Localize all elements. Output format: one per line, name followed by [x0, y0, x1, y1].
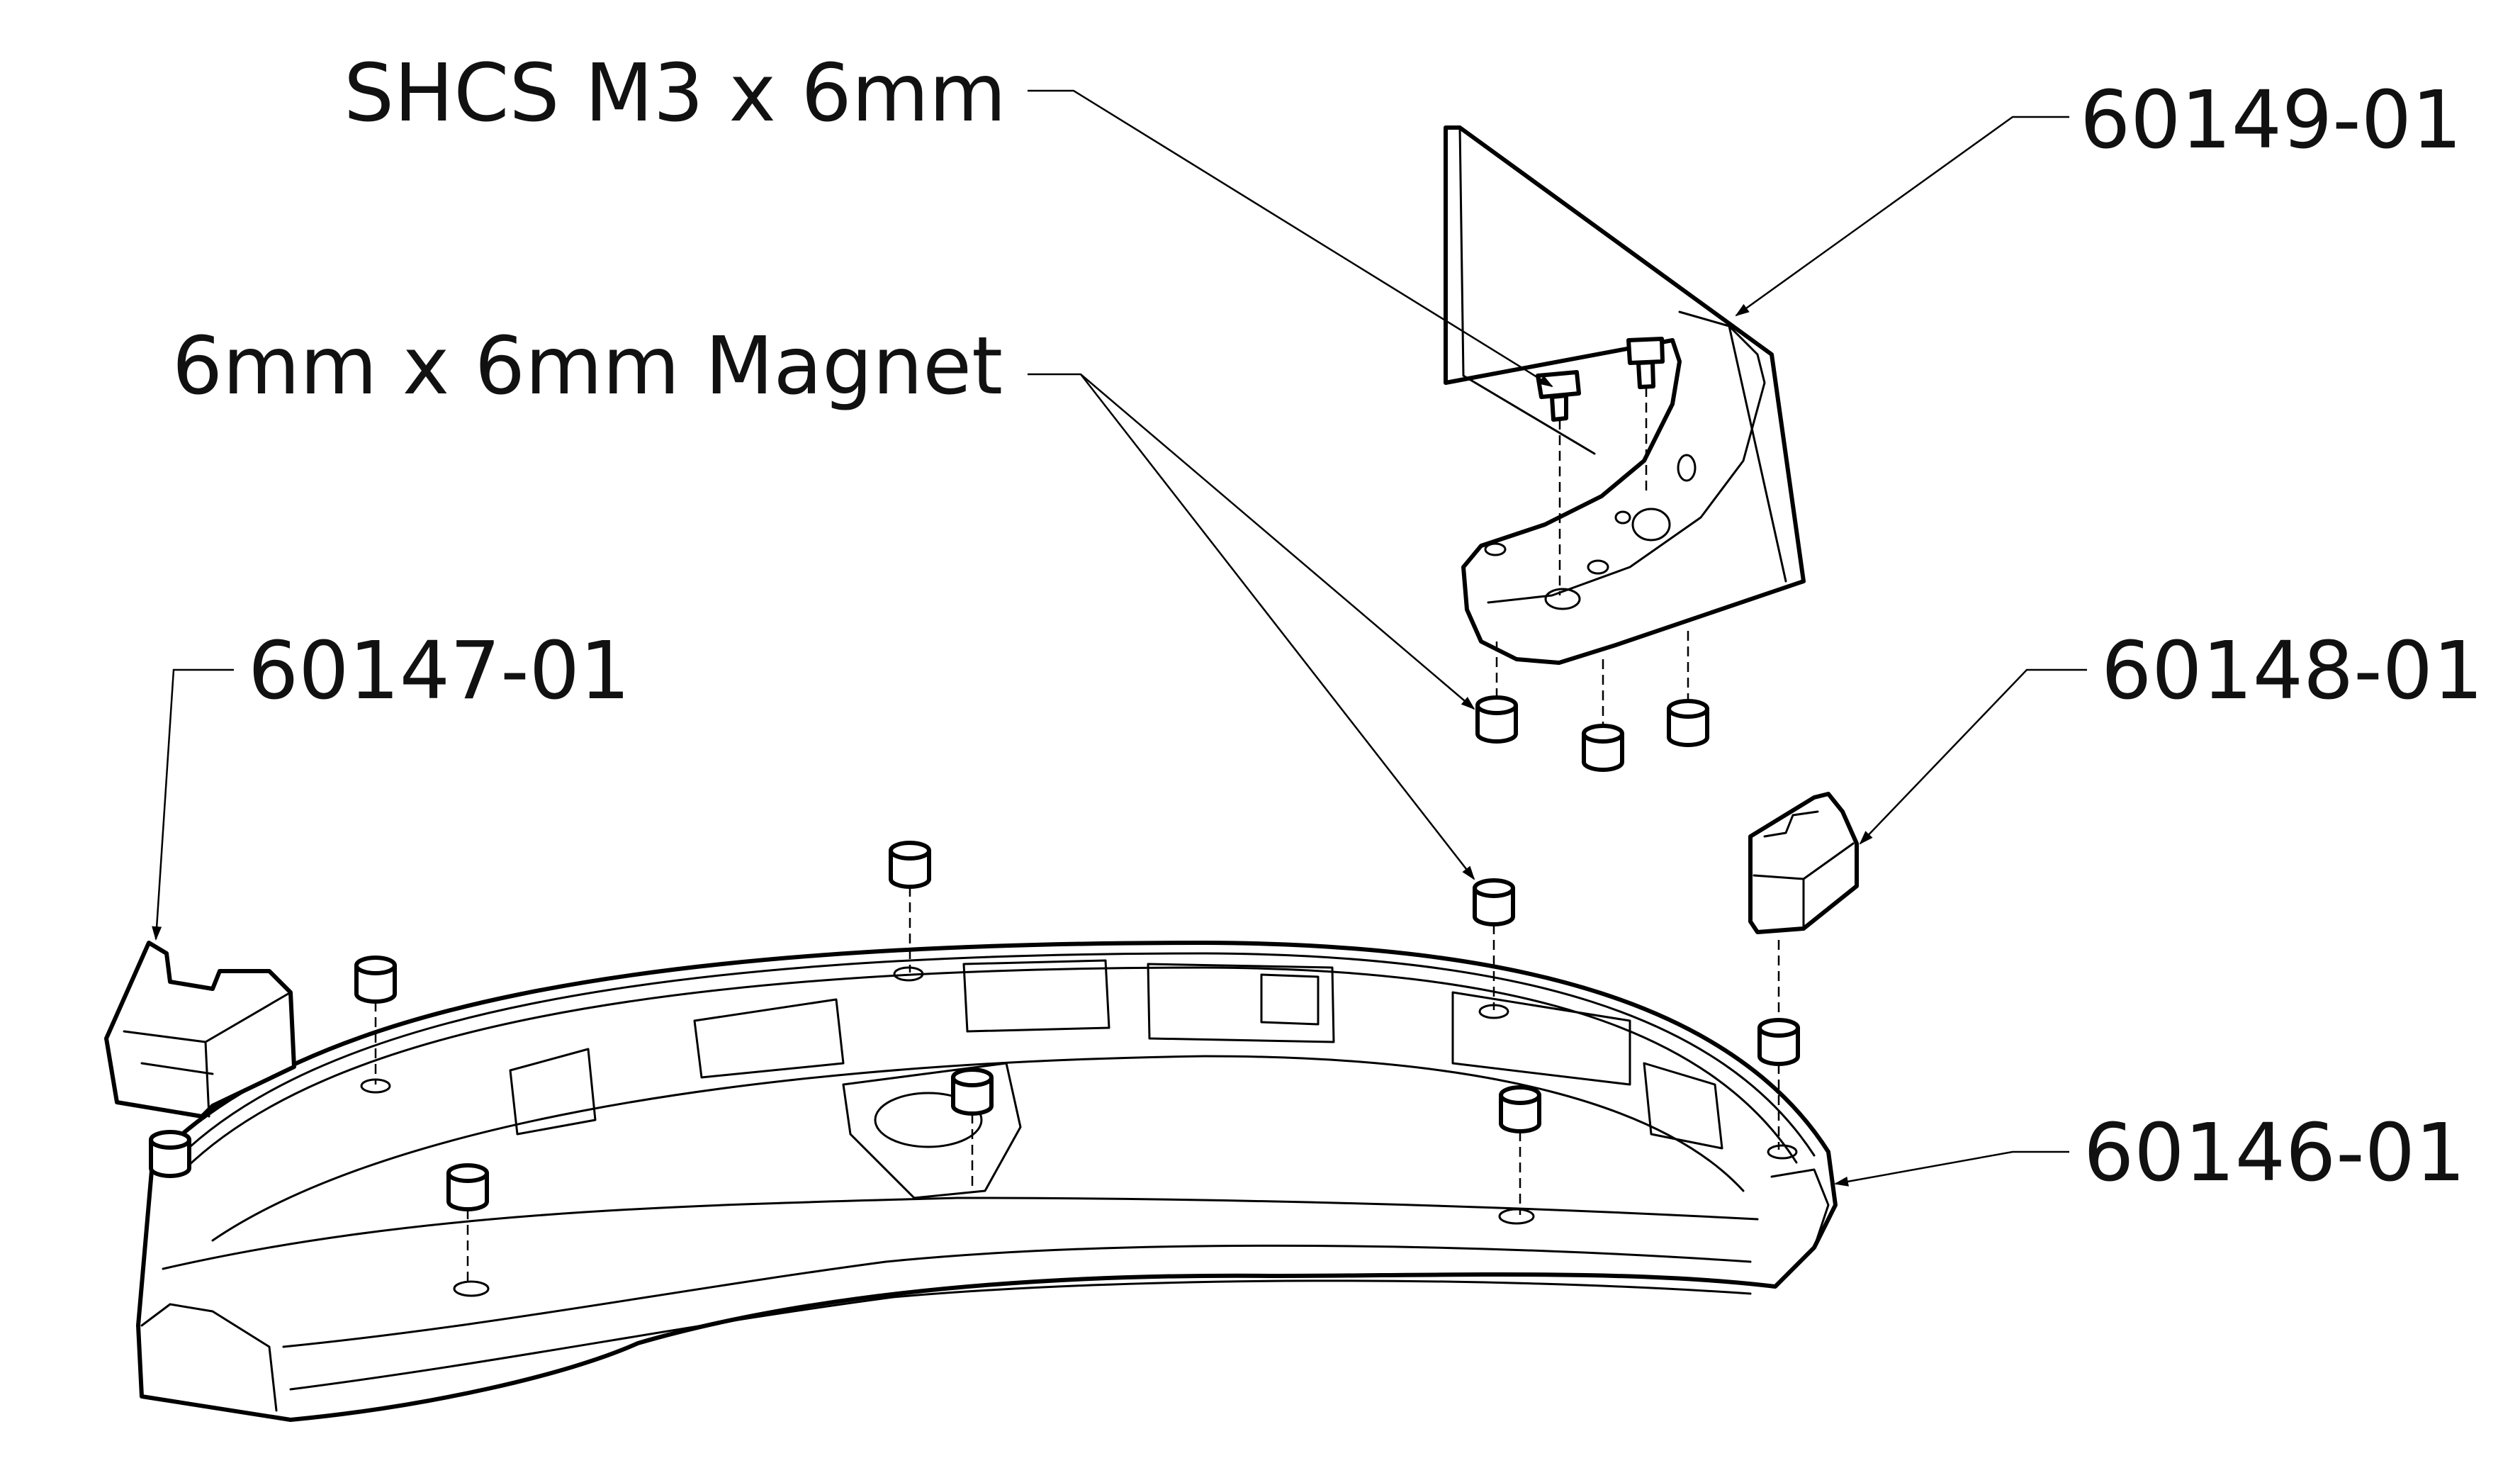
shcs-screw — [1536, 370, 1581, 422]
magnet — [149, 1130, 191, 1178]
part-60146-tray — [136, 941, 1838, 1422]
magnet — [1473, 878, 1515, 926]
callout-magnet: 6mm x 6mm Magnet — [172, 320, 1003, 413]
part-60148-clip — [1748, 792, 1859, 934]
shcs-screw — [1626, 337, 1665, 389]
magnet — [1667, 699, 1709, 747]
part-60147-foot — [104, 941, 296, 1119]
leader-magnet — [1028, 373, 1475, 880]
magnet — [1582, 724, 1624, 772]
magnet — [354, 956, 397, 1004]
leader-60148 — [1859, 668, 2087, 845]
magnet — [889, 841, 931, 889]
magnet — [1499, 1085, 1541, 1133]
magnet — [1475, 695, 1518, 744]
magnet — [951, 1068, 994, 1116]
callout-part-60146: 60146-01 — [2083, 1107, 2465, 1199]
callout-shcs: SHCS M3 x 6mm — [344, 47, 1006, 140]
callout-part-60149: 60149-01 — [2080, 74, 2462, 167]
magnet — [446, 1163, 489, 1211]
leader-shcs — [1028, 89, 1553, 388]
callout-part-60148: 60148-01 — [2101, 625, 2483, 717]
leader-60146 — [1834, 1150, 2069, 1187]
magnet — [1757, 1018, 1800, 1066]
callout-part-60147: 60147-01 — [248, 625, 630, 717]
leader-60149 — [1735, 116, 2069, 317]
leader-60147 — [152, 668, 234, 941]
part-60149-bracket — [1444, 125, 1806, 665]
